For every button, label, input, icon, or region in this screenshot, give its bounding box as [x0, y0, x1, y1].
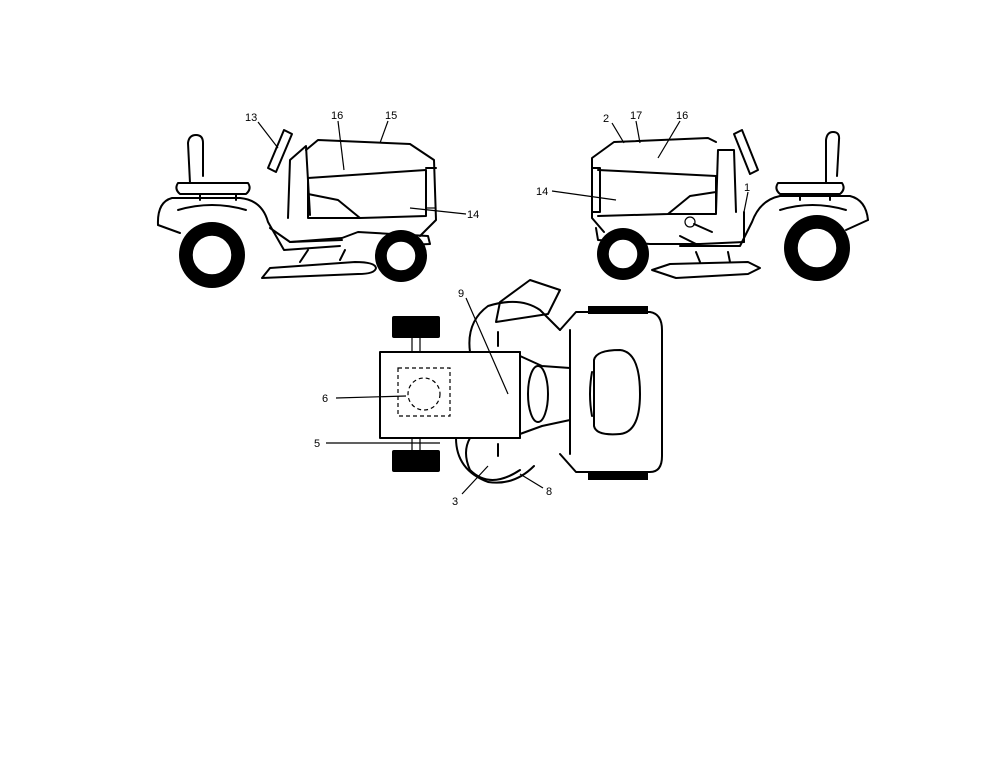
hood-top [379, 351, 521, 439]
seat-back [187, 134, 204, 184]
hood-side-panel-right [597, 169, 717, 217]
mower-deck-right [651, 261, 761, 279]
callout-16-right: 16 [676, 110, 688, 122]
front-wheel-top-upper [392, 316, 440, 338]
callout-17: 17 [630, 110, 642, 122]
rear-wheel-top-upper [588, 306, 648, 314]
callout-14-left: 14 [467, 209, 479, 221]
callout-14-right: 14 [536, 186, 548, 198]
hood-right [591, 137, 717, 233]
rear-wheel-top-lower [588, 472, 648, 480]
steering-wheel-left [267, 129, 293, 173]
rear-fender-right [679, 195, 869, 247]
tractor-left-side-view [156, 129, 437, 288]
tractor-top-view [379, 279, 663, 484]
steering-column-right [715, 149, 737, 213]
callout-2: 2 [603, 113, 609, 125]
callout-1: 1 [744, 182, 750, 194]
rear-fender-top [559, 311, 663, 473]
seat-cushion [175, 182, 251, 195]
rear-fender [156, 197, 341, 251]
mower-deck-top [468, 300, 561, 353]
seat-cushion-right [775, 182, 845, 195]
callout-13: 13 [245, 112, 257, 124]
callout-6: 6 [322, 393, 328, 405]
callout-labels: 13 16 15 14 2 17 16 14 1 9 6 5 3 8 [245, 110, 750, 508]
hood-left [305, 139, 437, 237]
seat-back-right [825, 131, 841, 184]
callout-leaders [257, 120, 749, 495]
frame-right [595, 227, 745, 245]
callout-3: 3 [452, 496, 458, 508]
steering-column-left [287, 145, 311, 219]
seat-top [593, 349, 641, 436]
tractor-right-side-view [591, 129, 869, 281]
front-wheel-top-lower [392, 450, 440, 472]
callout-15: 15 [385, 110, 397, 122]
callout-5: 5 [314, 438, 320, 450]
callout-16-left: 16 [331, 110, 343, 122]
callout-9: 9 [458, 288, 464, 300]
steering-wheel-top [527, 365, 549, 423]
steering-wheel-right [733, 129, 759, 175]
hood-side-panel-left [307, 169, 427, 219]
decal-area-6 [397, 367, 451, 417]
callout-8: 8 [546, 486, 552, 498]
mower-deck-left [261, 261, 377, 279]
